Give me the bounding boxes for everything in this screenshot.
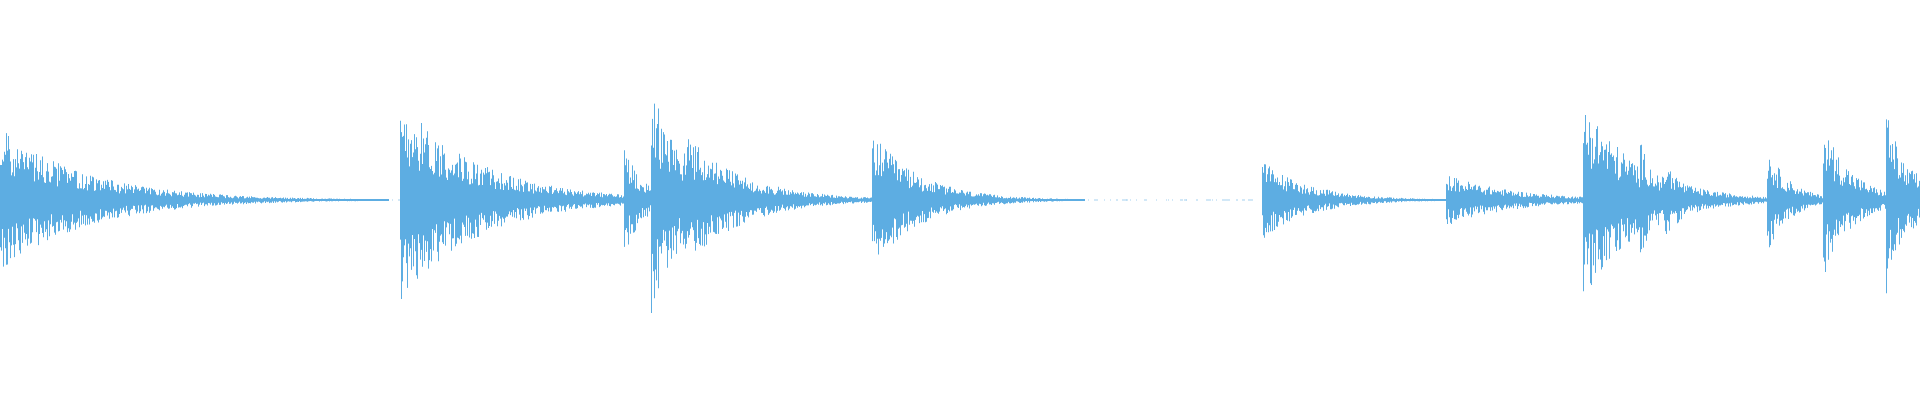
noise-sample bbox=[1156, 199, 1157, 201]
noise-sample bbox=[1104, 199, 1105, 201]
noise-sample bbox=[1186, 199, 1187, 201]
noise-sample bbox=[1146, 199, 1147, 201]
waveform-body bbox=[0, 103, 1920, 313]
noise-sample bbox=[1184, 199, 1187, 201]
noise-sample bbox=[1110, 199, 1111, 201]
noise-sample bbox=[1196, 199, 1198, 201]
noise-sample bbox=[1222, 199, 1224, 201]
noise-sample bbox=[392, 199, 393, 201]
noise-sample bbox=[1124, 199, 1127, 201]
noise-sample bbox=[1206, 199, 1208, 201]
noise-sample bbox=[1242, 199, 1245, 201]
noise-sample bbox=[1136, 199, 1137, 201]
noise-sample bbox=[1208, 199, 1211, 201]
noise-sample bbox=[1088, 199, 1089, 201]
noise-sample bbox=[398, 199, 401, 201]
noise-sample bbox=[1122, 199, 1124, 201]
noise-sample bbox=[1166, 199, 1167, 201]
noise-sample bbox=[1236, 199, 1238, 201]
noise-sample bbox=[1130, 199, 1131, 201]
noise-sample bbox=[1248, 199, 1250, 201]
noise-sample bbox=[1228, 199, 1230, 201]
noise-sample bbox=[1226, 199, 1228, 201]
noise-sample bbox=[1180, 199, 1183, 201]
noise-sample bbox=[1172, 199, 1173, 201]
noise-sample bbox=[1116, 199, 1118, 201]
noise-sample bbox=[1212, 199, 1213, 201]
noise-sample bbox=[1250, 199, 1253, 201]
noise-sample bbox=[1216, 199, 1217, 201]
noise-sample bbox=[1144, 199, 1146, 201]
noise-sample bbox=[1096, 199, 1098, 201]
noise-sample bbox=[1224, 199, 1226, 201]
noise-sample bbox=[1168, 199, 1169, 201]
noise-sample bbox=[1126, 199, 1128, 201]
noise-sample bbox=[1094, 199, 1096, 201]
